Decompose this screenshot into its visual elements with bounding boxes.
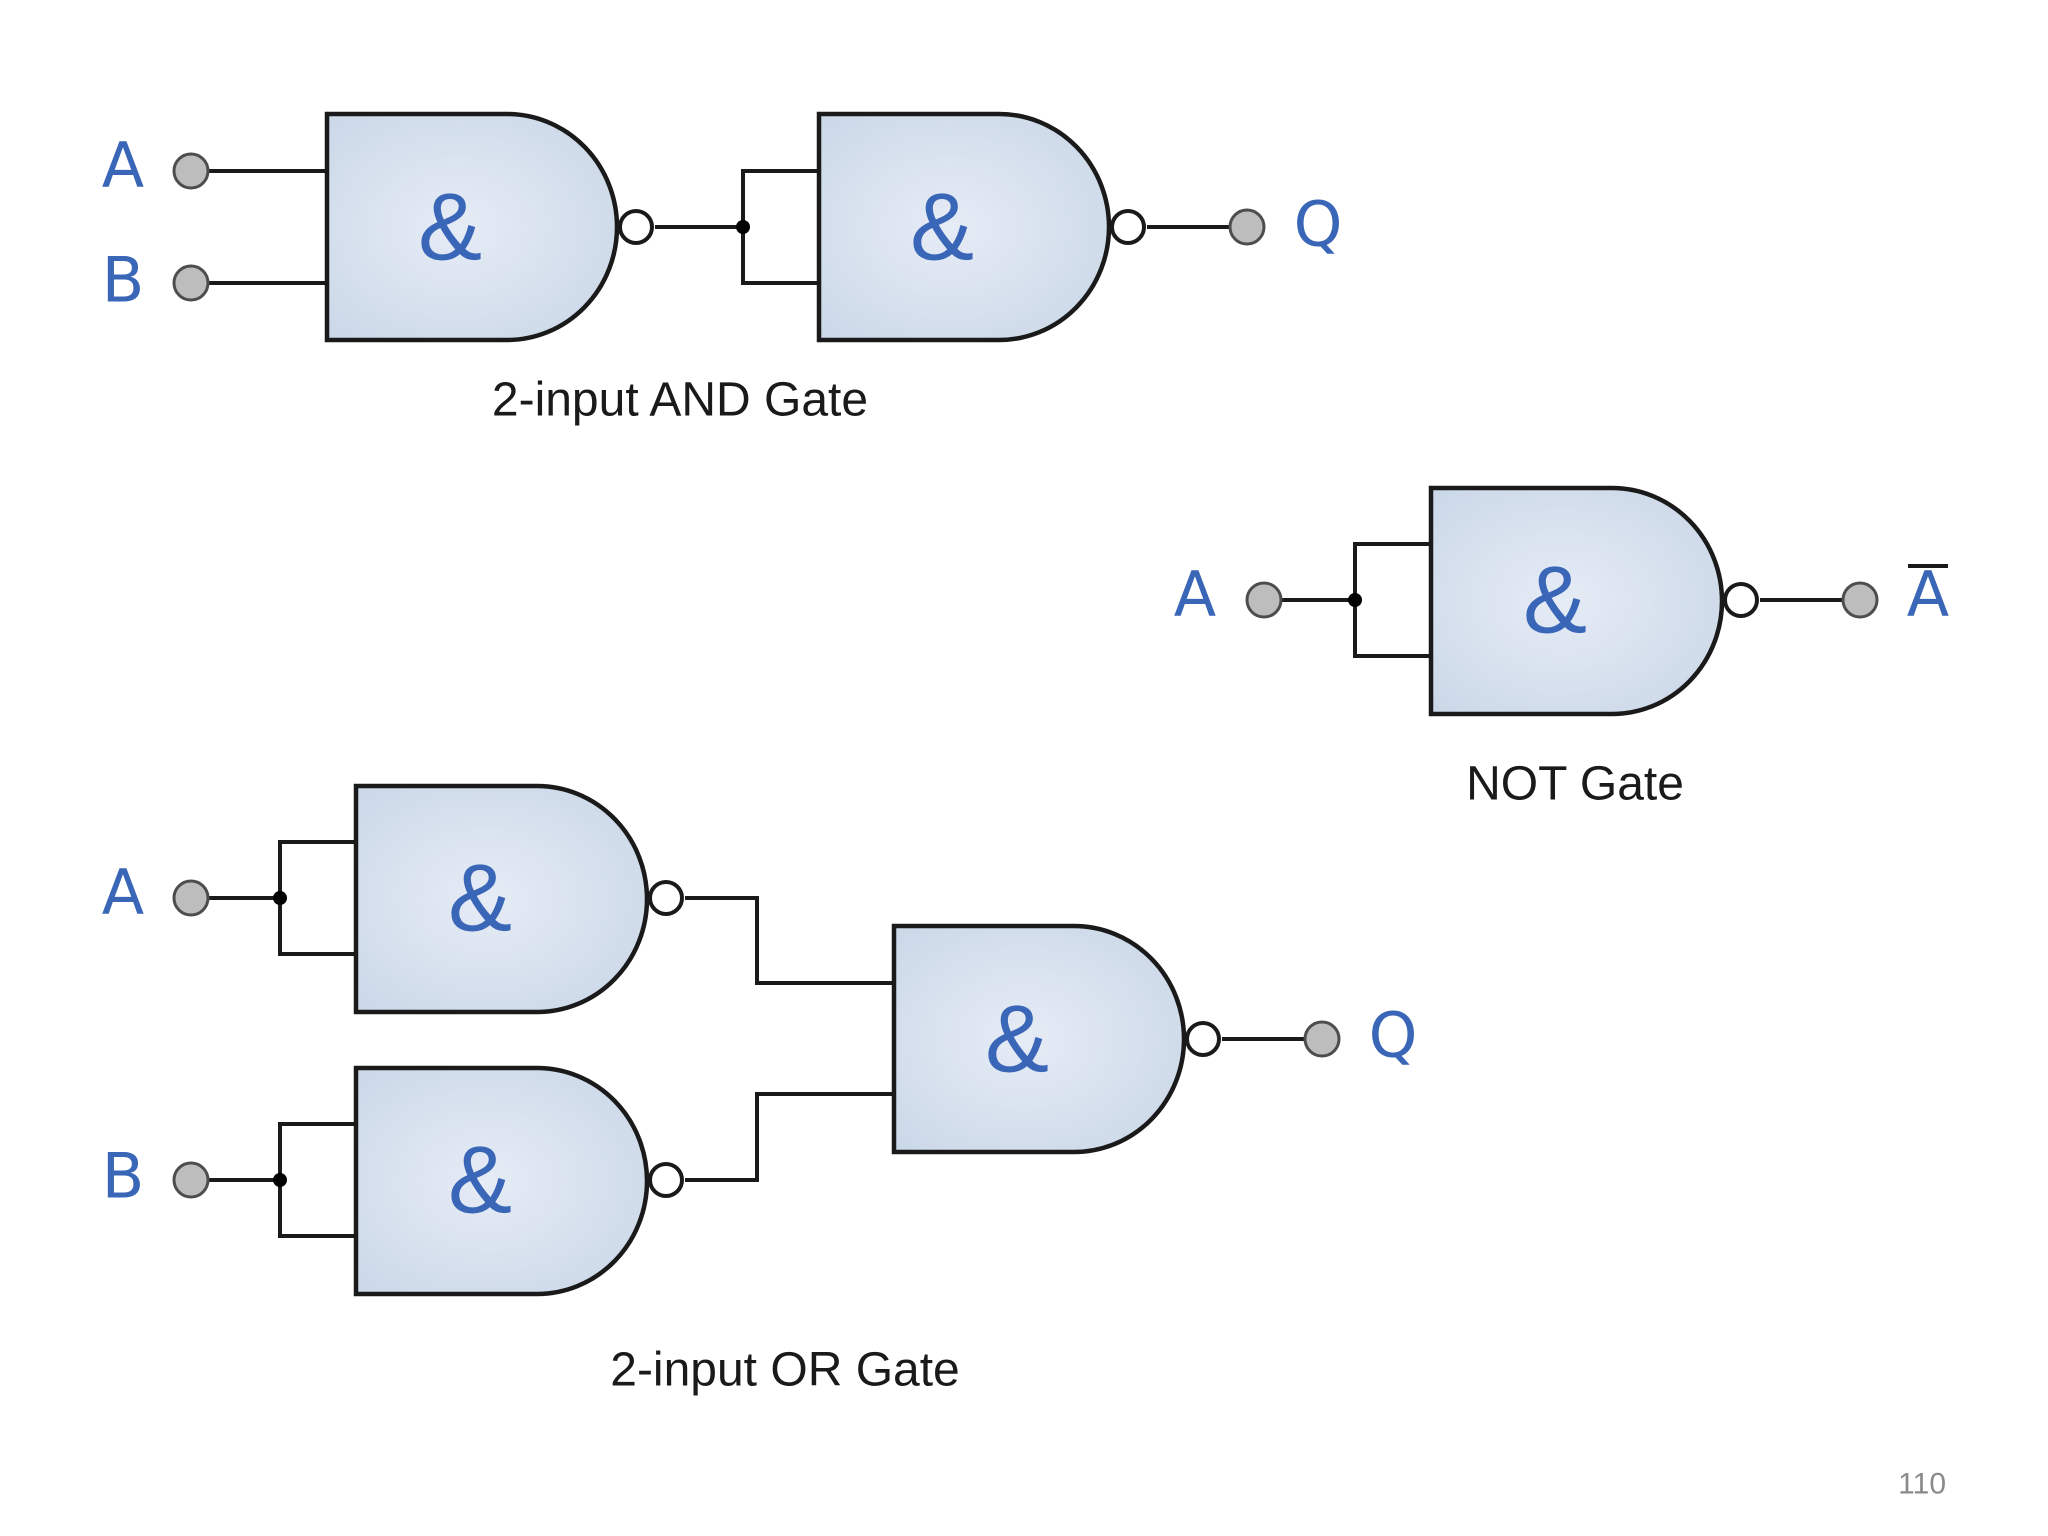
and-gate-circuit: & & A B Q 2-input AND Gate <box>102 111 1343 427</box>
and-gate-caption: 2-input AND Gate <box>492 374 868 427</box>
or-input-a-tied-wire <box>278 840 356 956</box>
or-output-label: Q <box>1369 999 1418 1072</box>
or-nand-inverter-b-symbol: & <box>448 1127 512 1234</box>
and-nand-gate-2-bubble <box>1110 209 1146 245</box>
not-gate-circuit: & A A NOT Gate <box>1174 485 1949 811</box>
or-nand-gate-final-symbol: & <box>985 986 1049 1093</box>
not-nand-gate <box>1428 485 1725 717</box>
or-junction-b-dot <box>273 1173 287 1187</box>
or-gate-caption: 2-input OR Gate <box>610 1344 960 1397</box>
and-tied-inputs-wire <box>741 169 819 285</box>
or-nand-gate-final <box>891 923 1187 1155</box>
and-output-label: Q <box>1294 188 1343 261</box>
page-number: 110 <box>1898 1468 1946 1501</box>
not-nand-gate-symbol: & <box>1523 547 1587 654</box>
or-input-b-tied-wire <box>278 1122 356 1238</box>
and-nand-gate-2-symbol: & <box>910 174 974 281</box>
or-nand-inverter-a-bubble <box>648 880 684 916</box>
or-nand-inverter-b <box>353 1065 650 1297</box>
or-junction-a-dot <box>273 891 287 905</box>
or-output-terminal <box>1303 1020 1341 1058</box>
or-input-a-label: A <box>102 856 144 929</box>
and-input-a-label: A <box>102 129 144 202</box>
or-input-b-terminal <box>172 1161 210 1199</box>
or-gate-circuit: & & & A B Q 2-input OR Gate <box>102 783 1418 1397</box>
and-input-b-label: B <box>102 244 145 317</box>
not-nand-gate-bubble <box>1723 582 1759 618</box>
and-nand-gate-2 <box>816 111 1112 343</box>
or-nand-inverter-b-bubble <box>648 1162 684 1198</box>
not-gate-caption: NOT Gate <box>1466 758 1684 811</box>
or-nand-gate-final-bubble <box>1185 1021 1221 1057</box>
not-input-terminal <box>1245 581 1283 619</box>
not-tied-inputs-wire <box>1353 542 1431 658</box>
or-input-b-label: B <box>102 1140 145 1213</box>
or-nand-inverter-a-symbol: & <box>448 845 512 952</box>
and-input-b-terminal <box>172 264 210 302</box>
and-junction-dot <box>736 220 750 234</box>
not-output-label: A <box>1907 558 1949 631</box>
or-input-a-terminal <box>172 879 210 917</box>
not-input-label: A <box>1174 558 1216 631</box>
not-junction-dot <box>1348 593 1362 607</box>
and-output-terminal <box>1228 208 1266 246</box>
and-input-a-terminal <box>172 152 210 190</box>
and-nand-gate-1 <box>324 111 620 343</box>
and-nand-gate-1-symbol: & <box>418 174 482 281</box>
and-nand-gate-1-bubble <box>618 209 654 245</box>
or-lower-link-wire <box>685 1092 894 1182</box>
not-output-terminal <box>1841 581 1879 619</box>
or-upper-link-wire <box>685 896 894 985</box>
or-nand-inverter-a <box>353 783 650 1015</box>
